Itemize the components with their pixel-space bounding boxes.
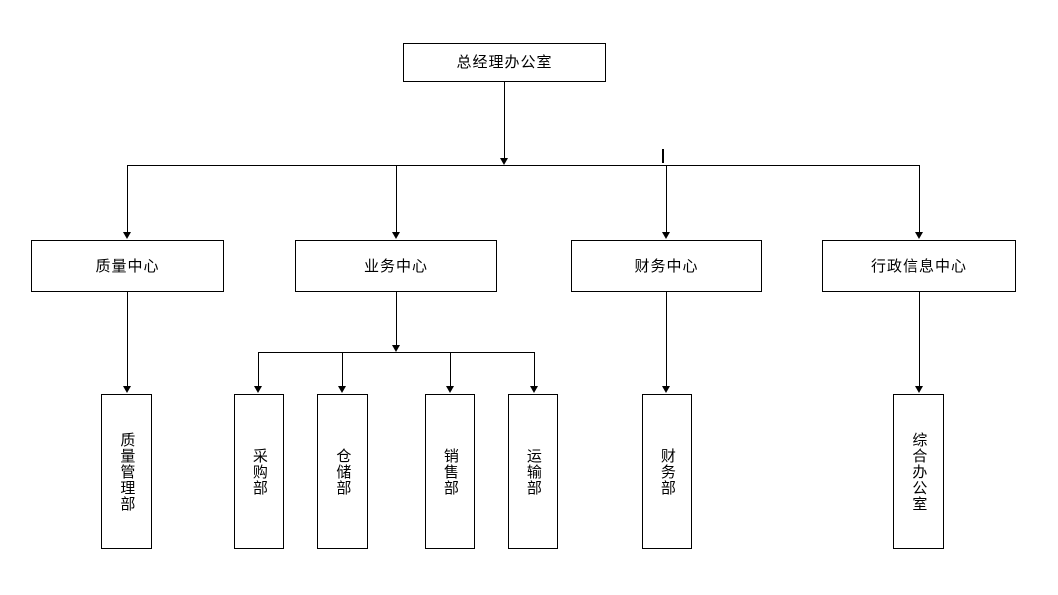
node-general-manager-office[interactable]: 总经理办公室: [403, 43, 606, 82]
edge-bus-to-finance-center: [666, 165, 667, 232]
node-label: 运输部: [524, 447, 543, 496]
arrowhead-to-transport-dept: [530, 386, 538, 393]
node-purchasing-dept[interactable]: 采购部: [234, 394, 284, 549]
node-label: 质量管理部: [118, 431, 137, 512]
edge-business-sub-bus: [258, 352, 535, 353]
node-label: 采购部: [250, 447, 269, 496]
node-label: 综合办公室: [910, 431, 929, 512]
arrowhead-root-to-bus: [500, 158, 508, 165]
edge-bus-to-admin-info-center: [919, 165, 920, 232]
edge-finance-center-to-dept: [666, 292, 667, 386]
edge-main-bus: [127, 165, 919, 166]
edge-bus-tick-stub: [662, 149, 664, 163]
node-transport-dept[interactable]: 运输部: [508, 394, 558, 549]
node-warehousing-dept[interactable]: 仓储部: [317, 394, 368, 549]
node-sales-dept[interactable]: 销售部: [425, 394, 475, 549]
node-label: 财务中心: [634, 256, 699, 275]
edge-bus-to-quality-center: [127, 165, 128, 232]
arrowhead-to-finance-dept: [662, 386, 670, 393]
edge-sub-bus-to-transport: [534, 352, 535, 386]
node-quality-center[interactable]: 质量中心: [31, 240, 224, 292]
edge-sub-bus-to-sales: [450, 352, 451, 386]
arrowhead-business-center-to-sub-bus: [392, 345, 400, 352]
arrowhead-to-admin-info-center: [915, 232, 923, 239]
arrowhead-to-purchasing-dept: [254, 386, 262, 393]
arrowhead-to-quality-management-dept: [123, 386, 131, 393]
node-label: 财务部: [658, 447, 677, 496]
node-quality-management-dept[interactable]: 质量管理部: [101, 394, 152, 549]
arrowhead-to-sales-dept: [446, 386, 454, 393]
arrowhead-to-quality-center: [123, 232, 131, 239]
node-business-center[interactable]: 业务中心: [295, 240, 497, 292]
edge-admin-info-center-to-office: [919, 292, 920, 386]
edge-business-center-stem: [396, 292, 397, 345]
edge-root-stem: [504, 82, 505, 158]
arrowhead-to-general-office: [915, 386, 923, 393]
node-label: 总经理办公室: [456, 53, 553, 72]
node-label: 质量中心: [95, 256, 160, 275]
edge-quality-center-to-dept: [127, 292, 128, 386]
node-label: 销售部: [441, 447, 460, 496]
arrowhead-to-warehousing-dept: [338, 386, 346, 393]
node-admin-info-center[interactable]: 行政信息中心: [822, 240, 1016, 292]
node-general-office[interactable]: 综合办公室: [893, 394, 944, 549]
edge-bus-to-business-center: [396, 165, 397, 232]
edge-sub-bus-to-purchasing: [258, 352, 259, 386]
arrowhead-to-finance-center: [662, 232, 670, 239]
node-finance-center[interactable]: 财务中心: [571, 240, 762, 292]
node-label: 仓储部: [334, 447, 353, 496]
edge-sub-bus-to-warehousing: [342, 352, 343, 386]
node-label: 业务中心: [363, 256, 428, 275]
arrowhead-to-business-center: [392, 232, 400, 239]
node-label: 行政信息中心: [870, 256, 967, 275]
node-finance-dept[interactable]: 财务部: [642, 394, 692, 549]
